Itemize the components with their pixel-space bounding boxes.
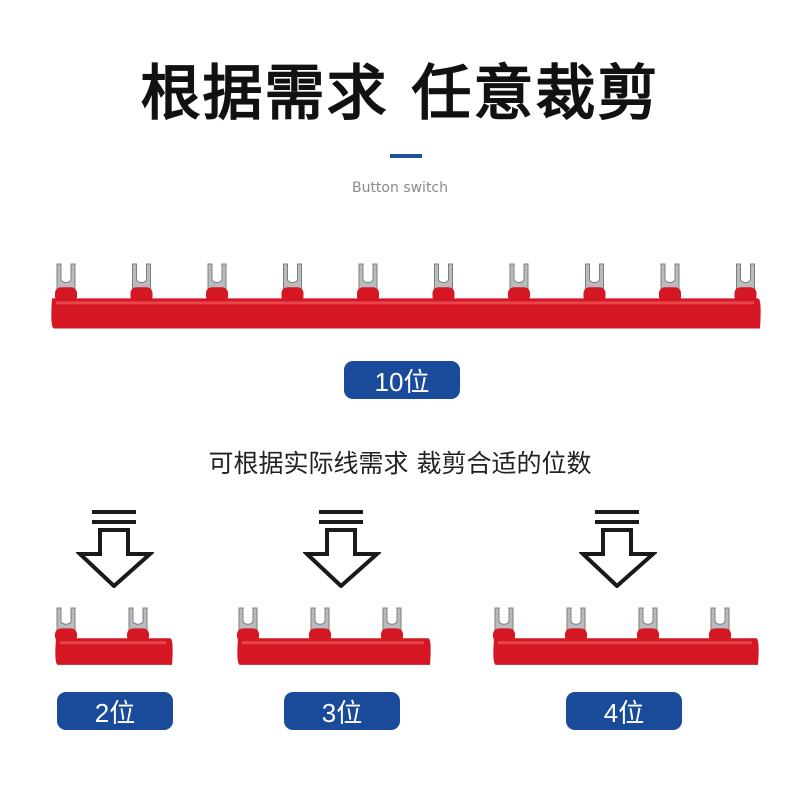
jumper-strip-2-position — [55, 607, 173, 665]
title-accent-bar — [390, 154, 422, 158]
down-arrow-icon — [579, 510, 657, 588]
red-sleeve — [281, 287, 304, 303]
fork-terminal — [283, 263, 302, 292]
red-sleeve — [432, 287, 455, 303]
jumper-strip-3-position — [237, 607, 431, 665]
fork-terminal — [736, 263, 755, 292]
fork-terminal — [207, 263, 227, 292]
badge-2-position: 2位 — [57, 692, 173, 730]
red-sleeve — [55, 628, 77, 643]
fork-terminal — [509, 263, 529, 292]
red-sleeve — [237, 628, 259, 643]
bar-highlight — [242, 641, 424, 645]
red-sleeve — [493, 628, 515, 643]
red-sleeve — [734, 287, 757, 303]
fork-terminal — [382, 607, 402, 633]
fork-terminal — [638, 607, 658, 633]
fork-terminal — [358, 263, 378, 292]
fork-terminal — [660, 263, 680, 292]
jumper-strip-10-position — [51, 263, 761, 329]
red-sleeve — [659, 287, 681, 303]
bar-highlight — [60, 641, 166, 645]
fork-terminal — [56, 607, 76, 633]
fork-terminal — [310, 607, 330, 633]
red-sleeve — [381, 628, 403, 643]
red-sleeve — [55, 287, 77, 303]
red-sleeve — [127, 628, 149, 643]
fork-terminal — [434, 263, 453, 292]
red-insulation-bar — [55, 638, 173, 665]
red-sleeve — [709, 628, 731, 643]
bar-highlight — [56, 301, 754, 305]
red-sleeve — [130, 287, 153, 303]
fork-terminal — [494, 607, 514, 633]
badge-3-position: 3位 — [284, 692, 400, 730]
red-insulation-bar — [51, 298, 761, 329]
red-sleeve — [508, 287, 530, 303]
jumper-strip-4-position — [493, 607, 759, 665]
fork-terminal — [128, 607, 148, 633]
red-sleeve — [206, 287, 228, 303]
red-sleeve — [637, 628, 659, 643]
red-sleeve — [565, 628, 587, 643]
badge-10-position: 10位 — [344, 361, 460, 399]
down-arrow-icon — [303, 510, 381, 588]
down-arrow-icon — [76, 510, 154, 588]
red-insulation-bar — [493, 638, 759, 665]
caption: 可根据实际线需求 裁剪合适的位数 — [208, 449, 592, 478]
fork-terminal — [56, 263, 76, 292]
subtitle: Button switch — [351, 180, 449, 196]
fork-terminal — [585, 263, 604, 292]
fork-terminal — [132, 263, 151, 292]
bar-highlight — [498, 641, 752, 645]
red-sleeve — [357, 287, 379, 303]
fork-terminal — [710, 607, 730, 633]
red-sleeve — [309, 628, 331, 643]
fork-terminal — [238, 607, 258, 633]
red-insulation-bar — [237, 638, 431, 665]
badge-4-position: 4位 — [566, 692, 682, 730]
fork-terminal — [566, 607, 586, 633]
red-sleeve — [583, 287, 606, 303]
page-title: 根据需求 任意裁剪 — [140, 59, 660, 129]
